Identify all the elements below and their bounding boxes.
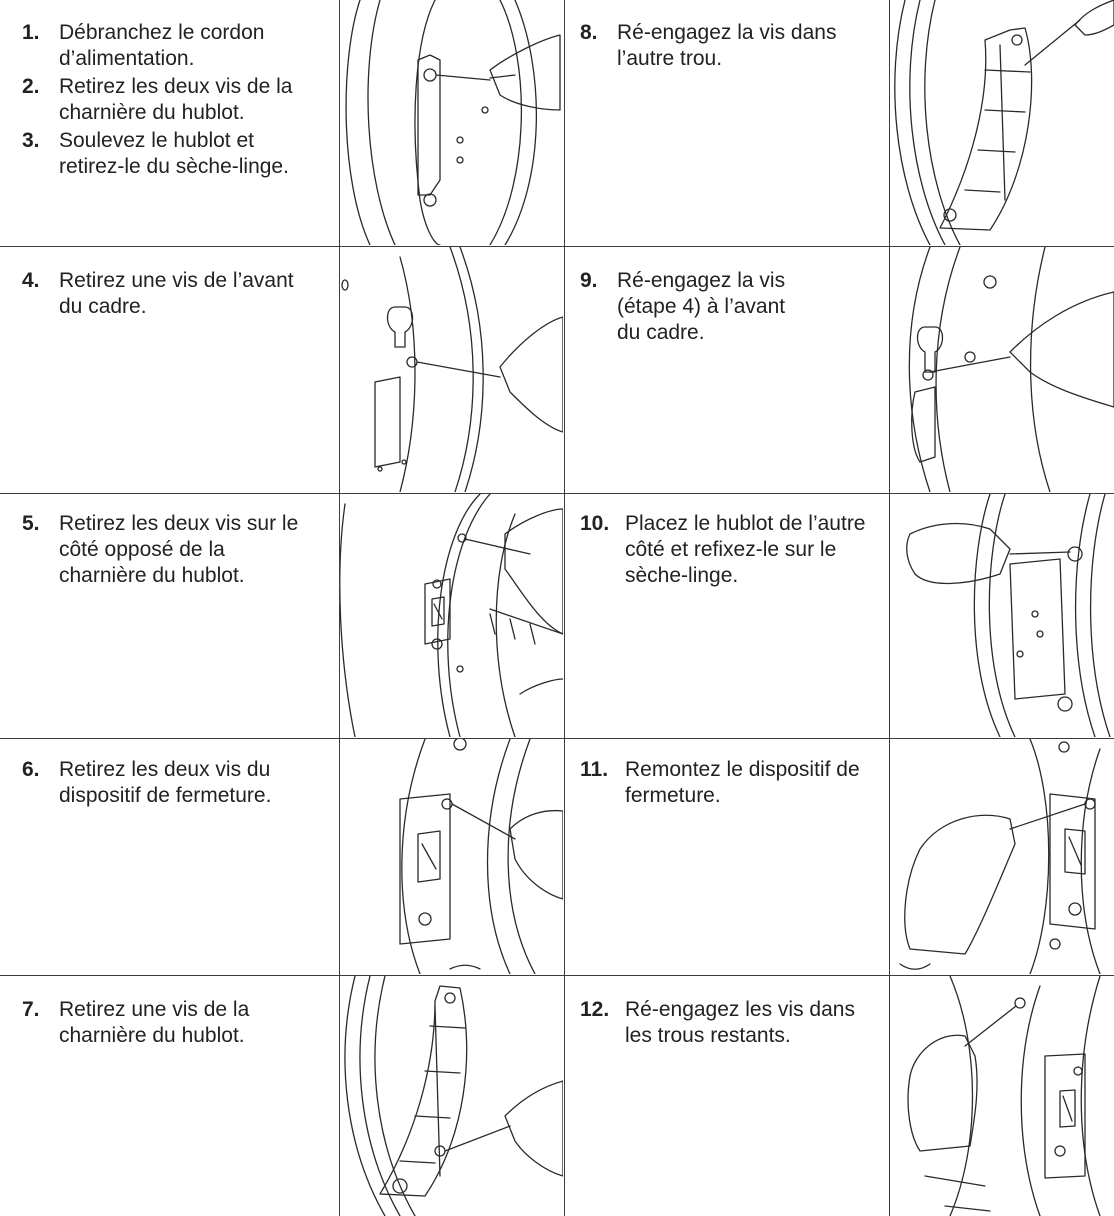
- step-item: 2. Retirez les deux vis de la charnière d…: [22, 74, 322, 126]
- step-item: 1. Débranchez le cordon d’alimentation.: [22, 20, 322, 72]
- step-number: 8.: [580, 20, 598, 46]
- step-item: 11. Remontez le dispositif de fermeture.: [580, 757, 880, 809]
- step-list: 8. Ré-engagez la vis dans l’autre trou.: [580, 20, 875, 74]
- step-list: 6. Retirez les deux vis du dispositif de …: [22, 757, 322, 811]
- step-list: 1. Débranchez le cordon d’alimentation. 2…: [22, 20, 322, 182]
- step-number: 3.: [22, 128, 40, 154]
- step-list: 7. Retirez une vis de la charnière du hub…: [22, 997, 312, 1051]
- latch-screws-removal-illustration: [340, 739, 563, 974]
- step-list: 11. Remontez le dispositif de fermeture.: [580, 757, 880, 811]
- door-reattach-illustration: [890, 494, 1114, 737]
- step-number: 10.: [580, 511, 609, 537]
- latch-reassembly-illustration: [890, 739, 1114, 974]
- step-list: 10. Placez le hublot de l’autre côté et r…: [580, 511, 880, 591]
- frame-screw-reinsert-illustration: [890, 247, 1114, 492]
- step-number: 5.: [22, 511, 40, 537]
- step-list: 5. Retirez les deux vis sur le côté oppos…: [22, 511, 312, 591]
- step-number: 11.: [580, 757, 608, 783]
- step-text: Retirez une vis de la charnière du hublo…: [59, 998, 249, 1047]
- hinge-screws-removal-illustration: [340, 0, 563, 245]
- step-number: 12.: [580, 997, 609, 1023]
- step-item: 10. Placez le hublot de l’autre côté et r…: [580, 511, 880, 589]
- step-text: Retirez les deux vis sur le côté opposé …: [59, 512, 298, 587]
- step-text: Retirez les deux vis de la charnière du …: [59, 75, 292, 124]
- step-number: 2.: [22, 74, 40, 100]
- step-number: 6.: [22, 757, 40, 783]
- hinge-single-screw-removal-illustration: [340, 976, 563, 1216]
- step-text: Ré-engagez les vis dans les trous restan…: [625, 998, 855, 1047]
- step-item: 5. Retirez les deux vis sur le côté oppos…: [22, 511, 312, 589]
- hinge-screw-reinsert-illustration: [890, 0, 1114, 245]
- step-list: 9. Ré-engagez la vis (étape 4) à l’avant …: [580, 268, 805, 348]
- step-number: 4.: [22, 268, 40, 294]
- step-number: 9.: [580, 268, 598, 294]
- step-text: Retirez une vis de l’avant du cadre.: [59, 269, 294, 318]
- column-divider: [564, 0, 565, 1216]
- step-item: 3. Soulevez le hublot et retirez-le du sè…: [22, 128, 322, 180]
- step-number: 1.: [22, 20, 40, 46]
- hinge-opposite-screws-removal-illustration: [340, 494, 563, 737]
- frame-screw-removal-illustration: [340, 247, 563, 492]
- step-text: Remontez le dispositif de fermeture.: [625, 758, 860, 807]
- step-text: Débranchez le cordon d’alimentation.: [59, 21, 264, 70]
- step-text: Soulevez le hublot et retirez-le du sèch…: [59, 129, 289, 178]
- step-text: Retirez les deux vis du dispositif de fe…: [59, 758, 271, 807]
- step-text: Ré-engagez la vis (étape 4) à l’avant du…: [617, 269, 785, 344]
- step-item: 8. Ré-engagez la vis dans l’autre trou.: [580, 20, 875, 72]
- step-text: Ré-engagez la vis dans l’autre trou.: [617, 21, 836, 70]
- step-item: 12. Ré-engagez les vis dans les trous res…: [580, 997, 870, 1049]
- remaining-screws-reinsert-illustration: [890, 976, 1114, 1216]
- step-item: 9. Ré-engagez la vis (étape 4) à l’avant …: [580, 268, 805, 346]
- step-list: 12. Ré-engagez les vis dans les trous res…: [580, 997, 870, 1051]
- step-number: 7.: [22, 997, 40, 1023]
- step-text: Placez le hublot de l’autre côté et refi…: [625, 512, 866, 587]
- step-item: 7. Retirez une vis de la charnière du hub…: [22, 997, 312, 1049]
- step-list: 4. Retirez une vis de l’avant du cadre.: [22, 268, 322, 322]
- step-item: 4. Retirez une vis de l’avant du cadre.: [22, 268, 322, 320]
- step-item: 6. Retirez les deux vis du dispositif de …: [22, 757, 322, 809]
